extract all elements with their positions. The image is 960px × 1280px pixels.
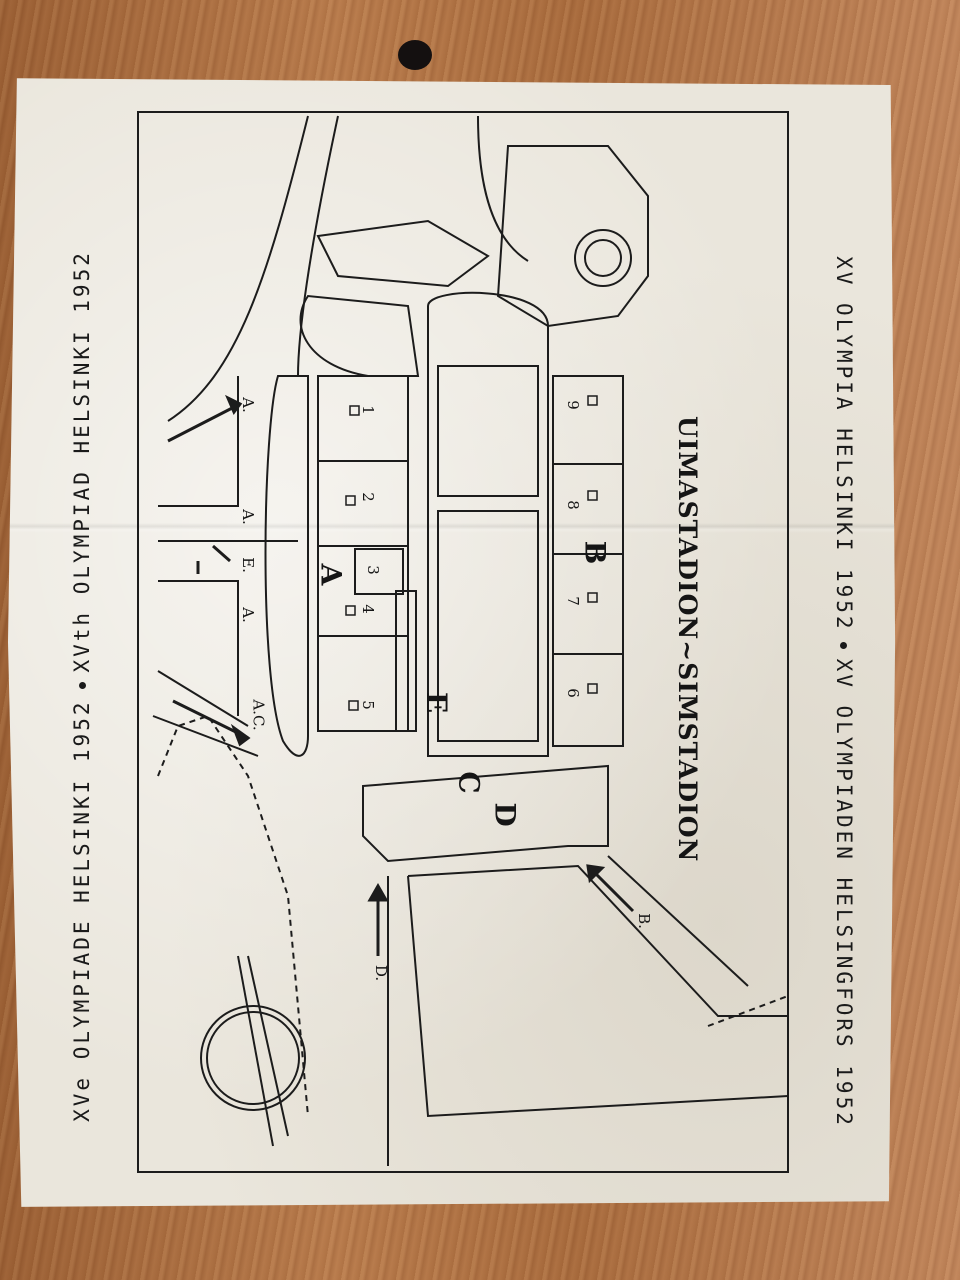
section-e-label: E bbox=[420, 691, 454, 714]
entrance-d: D. bbox=[372, 964, 391, 982]
section-number-2: 2 bbox=[358, 492, 377, 502]
edge-left-1: XVe OLYMPIADE HELSINKI 1952 bbox=[70, 699, 94, 1122]
fold-crease bbox=[8, 523, 896, 533]
edge-text-left: XVe OLYMPIADE HELSINKI 1952 XVth OLYMPIA… bbox=[70, 146, 94, 1207]
section-a-label: A bbox=[314, 563, 348, 586]
section-number-5: 5 bbox=[358, 700, 377, 710]
section-number-1: 1 bbox=[358, 405, 377, 415]
compass-rose bbox=[200, 1005, 306, 1111]
entrance-a-3: A. bbox=[238, 607, 257, 623]
section-number-4: 4 bbox=[358, 604, 377, 614]
section-b-label: B bbox=[578, 540, 612, 565]
stadium-map bbox=[137, 111, 789, 1173]
entrance-e: E. bbox=[238, 557, 257, 573]
entrance-b: B. bbox=[634, 913, 653, 929]
section-number-8: 8 bbox=[563, 500, 582, 510]
edge-text-right: XV OLYMPIA HELSINKI 1952 XV OLYMPIADEN H… bbox=[832, 152, 856, 1207]
separator-dot bbox=[78, 682, 86, 690]
stand-b bbox=[552, 375, 624, 747]
section-number-7: 7 bbox=[563, 596, 582, 606]
separator-dot bbox=[840, 641, 848, 649]
edge-right-1: XV OLYMPIA HELSINKI 1952 bbox=[832, 256, 856, 632]
section-d-label: D bbox=[488, 802, 522, 827]
entrance-ac: A.C. bbox=[249, 699, 268, 731]
section-number-9: 9 bbox=[563, 400, 582, 410]
entrance-a-1: A. bbox=[238, 397, 257, 413]
stand-d bbox=[362, 764, 609, 863]
entrance-a-2: A. bbox=[238, 509, 257, 525]
section-c-label: C bbox=[452, 771, 486, 794]
ticket: XV OLYMPIA HELSINKI 1952 XV OLYMPIADEN H… bbox=[8, 78, 896, 1207]
stadium-title: UIMASTADION~SIMSTADION bbox=[673, 416, 702, 863]
section-number-6: 6 bbox=[563, 688, 582, 698]
edge-right-2: XV OLYMPIADEN HELSINGFORS 1952 bbox=[832, 658, 856, 1128]
map-border bbox=[137, 111, 789, 1173]
edge-left-2: XVth OLYMPIAD HELSINKI 1952 bbox=[70, 250, 94, 673]
section-number-3: 3 bbox=[363, 565, 382, 575]
pin-hole bbox=[398, 40, 432, 70]
stand-a bbox=[317, 375, 409, 732]
